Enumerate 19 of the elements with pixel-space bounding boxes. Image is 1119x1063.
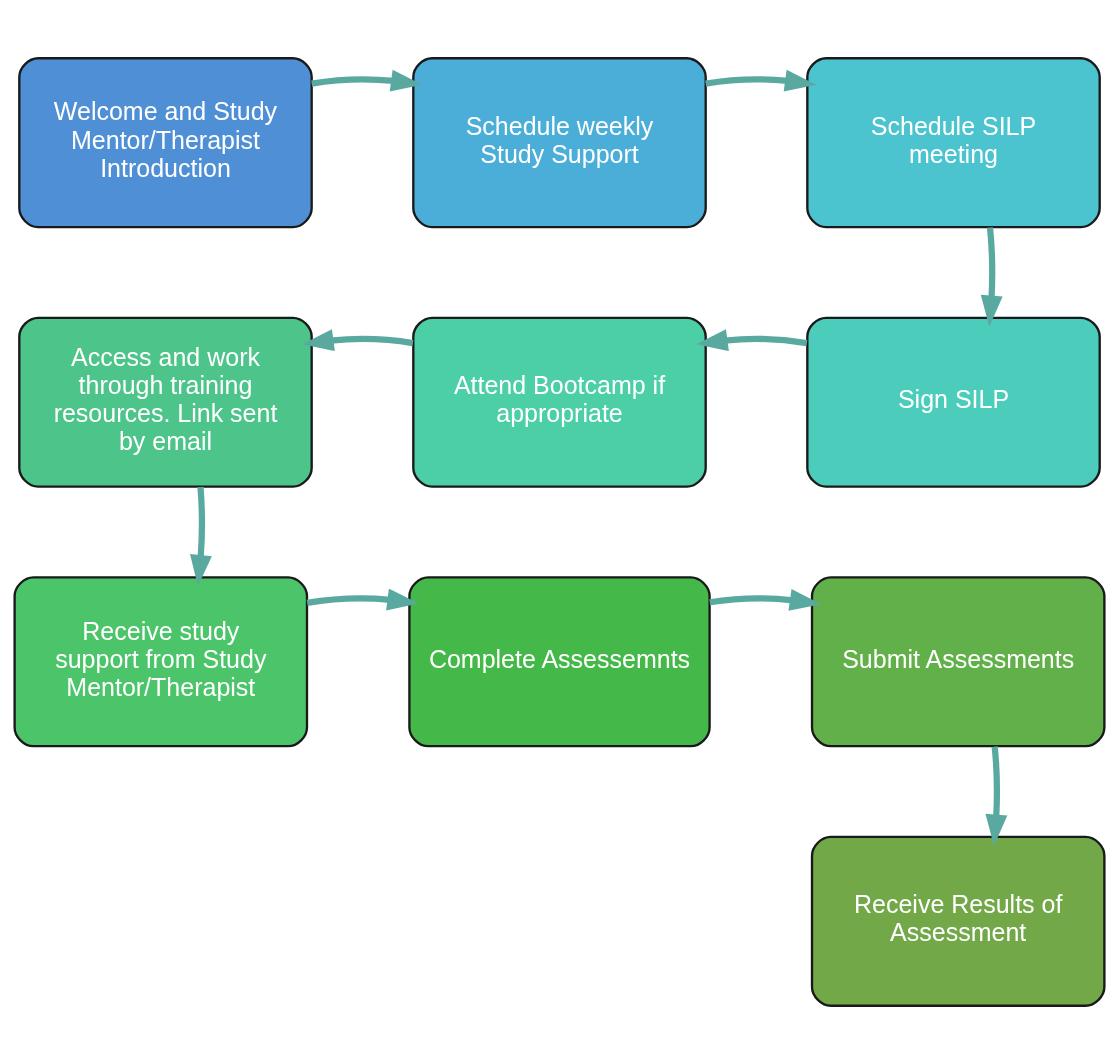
node-box: Access and work through training resources. Link sent by email <box>18 316 313 488</box>
arrow <box>190 486 212 586</box>
node-box: Attend Bootcamp if appropriate <box>412 316 707 488</box>
arrow <box>311 69 423 91</box>
node-box: Welcome and Study Mentor/Therapist Introduction <box>18 56 313 228</box>
node-box: Schedule weekly Study Support <box>412 56 707 228</box>
arrow <box>985 745 1008 846</box>
node-box: Receive study support from Study Mentor/Therapist <box>13 575 309 747</box>
arrow <box>696 328 808 351</box>
arrow <box>980 226 1003 327</box>
arrow <box>705 69 817 91</box>
node-box: Schedule SILP meeting <box>806 56 1101 228</box>
arrow <box>709 588 822 611</box>
node-box: Complete Assessemnts <box>408 575 711 747</box>
node-box: Sign SILP <box>806 316 1101 488</box>
arrow <box>306 588 419 610</box>
node-box: Submit Assessments <box>810 575 1106 747</box>
node-box: Receive Results of Assessment <box>810 835 1106 1007</box>
arrow <box>302 328 414 351</box>
